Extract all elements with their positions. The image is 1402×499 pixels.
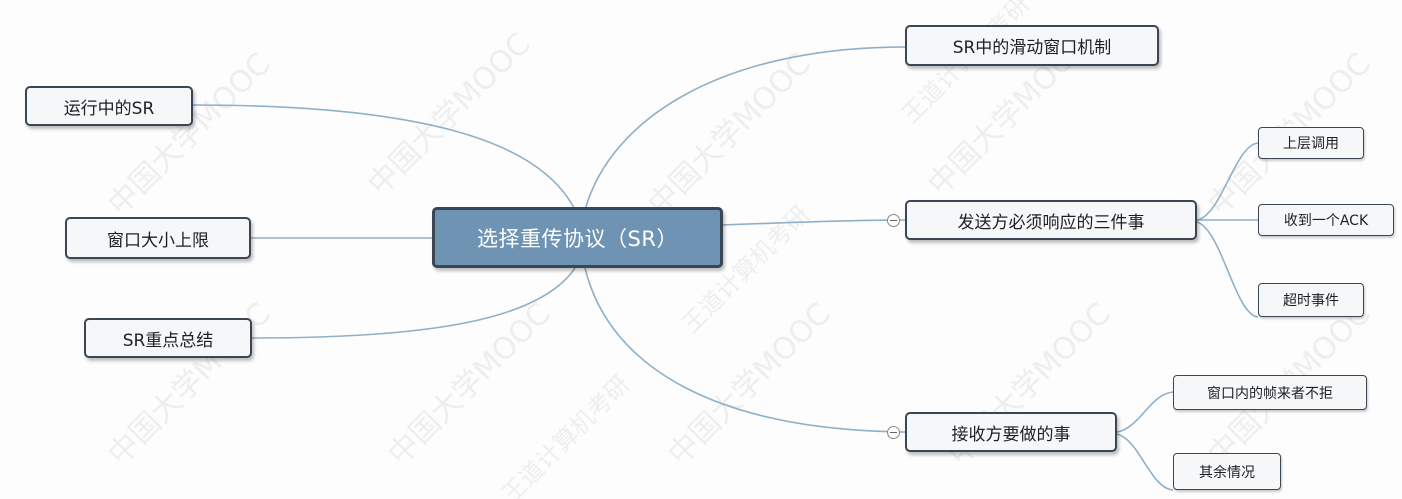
topic-label: SR中的滑动窗口机制	[952, 38, 1112, 58]
collapse-toggle-sender[interactable]	[887, 214, 900, 227]
subtopic-other-cases[interactable]: 其余情况	[1173, 453, 1281, 490]
subtopic-label: 收到一个ACK	[1283, 213, 1369, 229]
subtopic-upper-layer-call[interactable]: 上层调用	[1258, 127, 1364, 159]
subtopic-accept-frames-in-window[interactable]: 窗口内的帧来者不拒	[1173, 375, 1367, 410]
link-central-summary	[251, 267, 576, 339]
subtopic-ack-received[interactable]: 收到一个ACK	[1258, 204, 1394, 236]
link-sender-child-3	[1196, 221, 1259, 318]
central-topic[interactable]: 选择重传协议（SR）	[432, 207, 723, 268]
collapse-toggle-receiver[interactable]	[887, 426, 900, 439]
topic-label: 运行中的SR	[63, 98, 155, 119]
link-receiver-child-1	[1116, 391, 1174, 433]
topic-label: 窗口大小上限	[107, 230, 209, 251]
topic-sender-three-events[interactable]: 发送方必须响应的三件事	[905, 200, 1197, 240]
link-central-sender	[721, 219, 906, 226]
topic-label: 接收方要做的事	[951, 424, 1071, 445]
subtopic-timeout-event[interactable]: 超时事件	[1258, 283, 1364, 317]
topic-running-sr[interactable]: 运行中的SR	[25, 86, 193, 126]
link-central-running	[191, 104, 576, 211]
topic-sliding-window[interactable]: SR中的滑动窗口机制	[905, 25, 1159, 66]
topic-receiver-actions[interactable]: 接收方要做的事	[905, 412, 1117, 452]
subtopic-label: 上层调用	[1283, 136, 1339, 152]
subtopic-label: 其余情况	[1199, 464, 1255, 481]
topic-window-size-limit[interactable]: 窗口大小上限	[65, 217, 251, 259]
link-central-sliding-window	[584, 46, 906, 211]
link-sender-child-1	[1196, 142, 1259, 221]
subtopic-label: 窗口内的帧来者不拒	[1207, 385, 1333, 402]
central-topic-label: 选择重传协议（SR）	[477, 226, 678, 251]
link-receiver-child-2	[1116, 433, 1174, 491]
topic-label: SR重点总结	[122, 330, 214, 351]
topic-label: 发送方必须响应的三件事	[957, 212, 1145, 233]
topic-sr-summary[interactable]: SR重点总结	[84, 318, 252, 358]
link-central-receiver	[584, 267, 906, 433]
subtopic-label: 超时事件	[1283, 293, 1339, 309]
